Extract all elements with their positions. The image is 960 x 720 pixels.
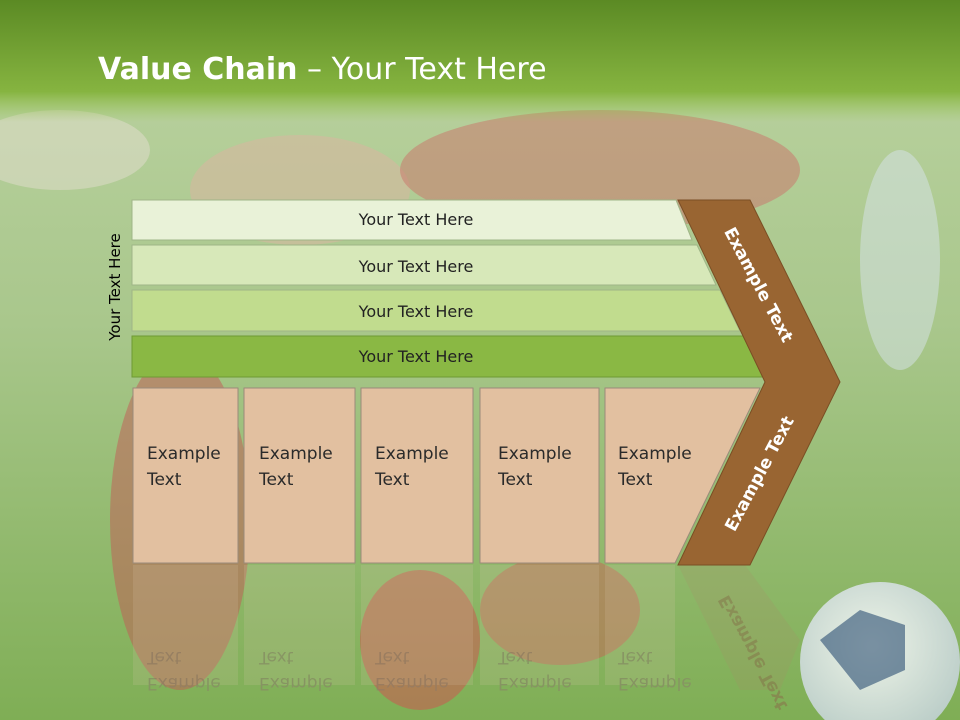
bar-2 [131,244,717,286]
box-reflection-line: Example [618,673,692,693]
box-reflection-line: Example [498,673,572,693]
box-reflection [244,565,355,685]
box-reflection [480,565,599,685]
box-2-line1: Example [259,444,333,464]
box-3-line1: Example [375,444,449,464]
bar-3-label: Your Text Here [358,302,474,321]
box-4 [479,387,600,564]
box-5 [604,387,761,564]
box-1 [132,387,239,564]
bar-1-label: Your Text Here [358,210,474,229]
box-reflection-line: Text [617,647,653,667]
bar-3 [131,289,741,332]
title-bold: Value Chain [98,52,298,87]
box-reflection [361,565,473,685]
bar-1 [131,199,693,241]
chevron-arrow [677,199,841,566]
box-reflection-line: Example [259,673,333,693]
chevron-reflection [678,565,800,690]
title-rest: – Your Text Here [297,52,547,87]
box-4-line2: Text [497,470,533,490]
box-1-line2: Text [146,470,182,490]
box-5-line1: Example [618,444,692,464]
box-reflection-line: Text [497,647,533,667]
slide-title: Value Chain – Your Text Here [98,52,547,87]
bar-4-label: Your Text Here [358,347,474,366]
box-5-line2: Text [617,470,653,490]
box-3 [360,387,474,564]
box-reflection-line: Text [146,647,182,667]
box-reflection-line: Example [147,673,221,693]
box-2 [243,387,356,564]
reflection: Example Text Example Text Example Text E… [133,565,800,713]
side-label: Your Text Here [106,233,124,341]
bar-2-label: Your Text Here [358,257,474,276]
box-4-line1: Example [498,444,572,464]
box-reflection-line: Text [258,647,294,667]
box-reflection-line: Example [375,673,449,693]
box-reflection [605,565,675,685]
box-reflection [133,565,238,685]
box-3-line2: Text [374,470,410,490]
box-2-line2: Text [258,470,294,490]
box-1-line1: Example [147,444,221,464]
box-reflection-line: Text [374,647,410,667]
